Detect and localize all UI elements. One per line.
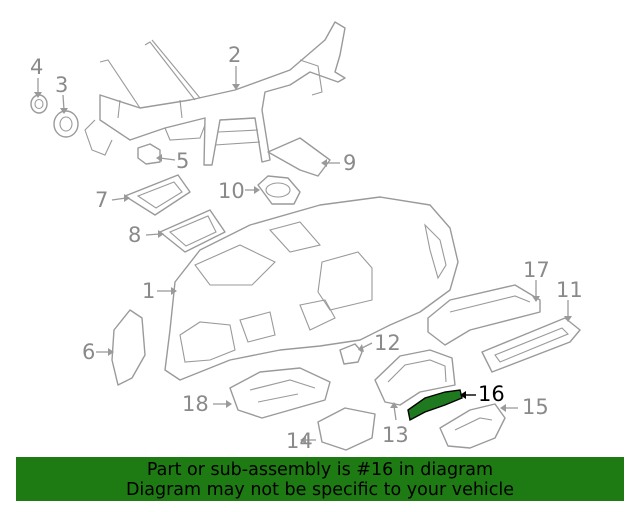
- callout-2[interactable]: 2: [228, 43, 241, 67]
- callout-16[interactable]: 16: [478, 382, 505, 406]
- leader-lines: [34, 66, 572, 444]
- callout-8[interactable]: 8: [128, 223, 141, 247]
- banner-line-part: Part or sub-assembly is #16 in diagram: [146, 460, 494, 480]
- part-11-trim-panel[interactable]: [481, 317, 581, 373]
- info-banner: Part or sub-assembly is #16 in diagram D…: [16, 457, 624, 501]
- part-15-bracket[interactable]: [439, 403, 506, 449]
- callout-labels: 4 3 2 5 9 10 7 8 1 6 12 17 11 18 13 14 1…: [30, 43, 583, 453]
- part-16-highlighted[interactable]: [407, 389, 463, 422]
- callout-17[interactable]: 17: [523, 258, 550, 282]
- callout-11[interactable]: 11: [556, 278, 583, 302]
- part-2-crossmember[interactable]: [84, 21, 346, 166]
- part-14-glovebox-insert[interactable]: [317, 407, 376, 451]
- callout-3[interactable]: 3: [55, 73, 68, 97]
- callout-10[interactable]: 10: [218, 179, 245, 203]
- part-1-instrument-panel[interactable]: [164, 196, 459, 381]
- callout-9[interactable]: 9: [343, 151, 356, 175]
- part-17-trim-strip[interactable]: [427, 284, 541, 346]
- part-6-side-panel[interactable]: [111, 309, 146, 386]
- part-13-cluster-surround[interactable]: [374, 349, 456, 406]
- part-18-duct[interactable]: [229, 367, 331, 419]
- part-10-housing[interactable]: [257, 175, 301, 205]
- banner-line-disclaimer: Diagram may not be specific to your vehi…: [125, 480, 515, 500]
- part-8-bezel[interactable]: [159, 209, 226, 253]
- callout-18[interactable]: 18: [182, 392, 209, 416]
- callout-5[interactable]: 5: [176, 149, 189, 173]
- callout-13[interactable]: 13: [382, 423, 409, 447]
- part-5-bracket[interactable]: [137, 143, 161, 165]
- callout-6[interactable]: 6: [82, 340, 95, 364]
- callout-14[interactable]: 14: [286, 429, 313, 453]
- callout-1[interactable]: 1: [142, 279, 155, 303]
- callout-7[interactable]: 7: [95, 188, 108, 212]
- callout-12[interactable]: 12: [374, 331, 401, 355]
- callout-4[interactable]: 4: [30, 55, 43, 79]
- part-12-clip[interactable]: [339, 343, 363, 365]
- part-4-cap[interactable]: [30, 94, 48, 114]
- part-7-trim[interactable]: [124, 174, 191, 216]
- callout-15[interactable]: 15: [522, 395, 549, 419]
- part-3-speaker[interactable]: [53, 110, 79, 138]
- part-9-panel[interactable]: [267, 137, 331, 177]
- parts-diagram: 4 3 2 5 9 10 7 8 1 6 12 17 11 18 13 14 1…: [30, 21, 583, 453]
